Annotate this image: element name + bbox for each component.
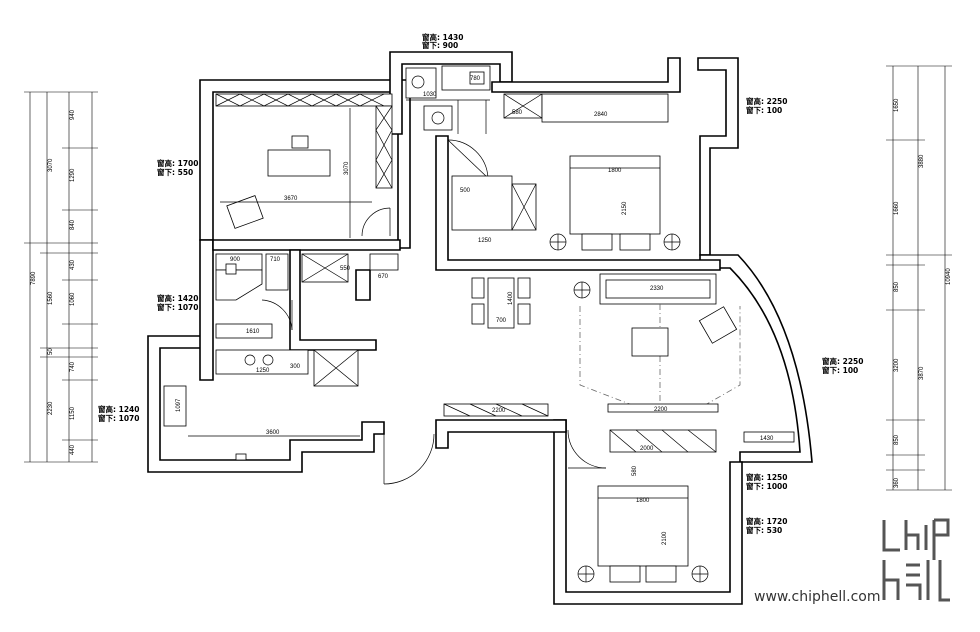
right-dim: 1660: [894, 201, 900, 215]
chiphell-logo: [882, 518, 950, 602]
top-window-note: 窗高: 1430 窗下: 900: [422, 32, 463, 50]
balcony: 3600 1097: [163, 385, 360, 461]
left-dimension-chain: 7890 3070 1560 50 2230 940 1290 840 430 …: [24, 91, 98, 463]
master-bed-length: 2150: [622, 201, 628, 215]
kitchen-dim-6: 1250: [256, 368, 270, 374]
svg-text:窗下: 100: 窗下: 100: [822, 365, 858, 375]
kitchen: 900 710 550 670 1610 1250 300: [215, 253, 399, 387]
svg-text:窗下: 900: 窗下: 900: [422, 40, 458, 50]
balcony-side-dim: 1097: [176, 398, 182, 412]
svg-text:窗高: 2250: 窗高: 2250: [822, 356, 863, 366]
right-dimension-chain: 1650 1660 850 3200 850 360 3880 3870 109…: [886, 65, 952, 491]
watermark-url: www.chiphell.com: [754, 589, 880, 605]
left-dim: 940: [70, 109, 76, 120]
kitchen-dim-2: 710: [270, 257, 281, 263]
kitchen-dim-3: 550: [340, 266, 351, 272]
svg-text:窗下: 1070: 窗下: 1070: [157, 302, 198, 312]
study-room: 3670 3070: [215, 93, 393, 238]
watermark: www.chiphell.com: [754, 518, 950, 605]
svg-text:窗高: 1700: 窗高: 1700: [157, 158, 198, 168]
living-room: 2330 2200 2200: [443, 273, 741, 417]
bay-window: 1430: [743, 431, 795, 443]
bed2-side-dim: 580: [632, 465, 638, 476]
wardrobe-top-dim: 2840: [594, 112, 608, 118]
svg-text:窗高: 1240: 窗高: 1240: [98, 404, 139, 414]
right-dim: 3880: [919, 154, 925, 168]
left-dim: 430: [70, 259, 76, 270]
left-dim: 1560: [48, 291, 54, 305]
balcony-window-note: 窗高: 1240 窗下: 1070: [98, 404, 139, 423]
bed2-length: 2100: [662, 531, 668, 545]
kitchen-dim-4: 670: [378, 274, 389, 280]
living-window-note: 窗高: 2250 窗下: 100: [822, 356, 863, 375]
study-window-note: 窗高: 1700 窗下: 550: [157, 158, 198, 177]
left-dim: 440: [70, 444, 76, 455]
bay-dim: 1430: [760, 436, 774, 442]
balcony-length-dim: 3600: [266, 430, 280, 436]
left-dim: 840: [70, 219, 76, 230]
bed2-top-dim: 2000: [640, 446, 654, 452]
left-dim: 3070: [48, 158, 54, 172]
right-dim: 3200: [894, 358, 900, 372]
svg-text:窗高: 1720: 窗高: 1720: [746, 516, 787, 526]
bathroom: 1030 780: [405, 65, 491, 134]
left-dim: 1290: [70, 168, 76, 182]
entry-door: [383, 433, 435, 485]
master-bed-width: 1800: [608, 168, 622, 174]
left-dim: 1150: [70, 406, 76, 420]
svg-text:窗下: 550: 窗下: 550: [157, 167, 193, 177]
kitchen-window-note: 窗高: 1420 窗下: 1070: [157, 293, 198, 312]
sofa-dim: 2330: [650, 286, 664, 292]
svg-text:窗高: 1430: 窗高: 1430: [422, 32, 463, 42]
master-window-note: 窗高: 2250 窗下: 100: [746, 96, 787, 115]
kitchen-dim-5: 1610: [246, 329, 260, 335]
study-depth: 3070: [344, 161, 350, 175]
closet-small-dim: 580: [512, 110, 523, 116]
kitchen-dim-1: 900: [230, 257, 241, 263]
cabinet-dim-b: 1250: [478, 238, 492, 244]
bed2-width: 1800: [636, 498, 650, 504]
svg-text:窗下: 530: 窗下: 530: [746, 525, 782, 535]
right-dim: 1650: [894, 98, 900, 112]
left-total-dim: 7890: [31, 271, 37, 285]
svg-text:窗高: 2250: 窗高: 2250: [746, 96, 787, 106]
tv-cabinet-dim: 2200: [492, 408, 506, 414]
svg-text:窗下: 100: 窗下: 100: [746, 105, 782, 115]
right-dim: 850: [894, 434, 900, 445]
right-dim: 850: [894, 281, 900, 292]
right-dim: 3870: [919, 366, 925, 380]
svg-text:窗下: 1070: 窗下: 1070: [98, 413, 139, 423]
master-bedroom: 580 2840 1800 2150 500 1250: [447, 93, 681, 251]
svg-text:窗下: 1000: 窗下: 1000: [746, 481, 787, 491]
bed2-window-note: 窗高: 1720 窗下: 530: [746, 516, 787, 535]
dining-length: 1400: [508, 291, 514, 305]
bath-dim-2: 780: [470, 76, 481, 82]
left-dim: 2230: [48, 401, 54, 415]
study-width: 3670: [284, 196, 298, 202]
dining-width: 700: [496, 318, 507, 324]
right-total-dim: 10940: [946, 268, 952, 285]
left-dim: 740: [70, 361, 76, 372]
right-dim: 360: [894, 477, 900, 488]
bay-window-note: 窗高: 1250 窗下: 1000: [746, 472, 787, 491]
kitchen-dim-7: 300: [290, 364, 301, 370]
cabinet-dim-a: 500: [460, 188, 471, 194]
bedroom-2: 2000 1800 2100 580: [567, 429, 717, 583]
svg-text:窗高: 1420: 窗高: 1420: [157, 293, 198, 303]
bath-dim-1: 1030: [423, 92, 437, 98]
tv-cabinet-dim-2: 2200: [654, 407, 668, 413]
left-dim: 50: [48, 348, 54, 355]
svg-text:窗高: 1250: 窗高: 1250: [746, 472, 787, 482]
dining-area: 700 1400: [471, 277, 531, 329]
left-dim: 1060: [70, 292, 76, 306]
